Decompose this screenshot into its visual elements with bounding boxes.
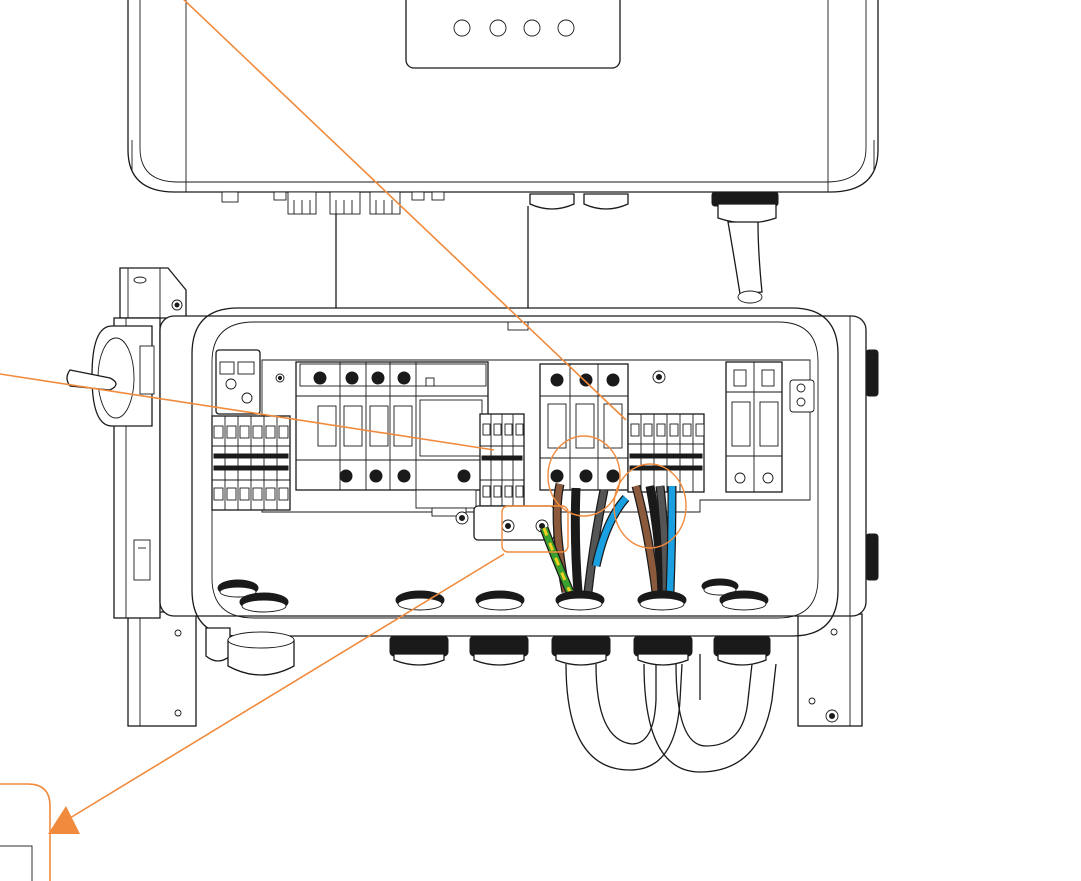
highlight-wires-left: [547, 435, 621, 517]
inverter-housing: [127, 0, 879, 193]
led-indicator: [523, 19, 541, 37]
led-indicator: [557, 19, 575, 37]
cable-glands-bottom: [205, 578, 771, 676]
mounting-bracket-right: [797, 613, 863, 727]
callout-lines: [0, 0, 687, 834]
cable-loops: [565, 654, 777, 773]
surge-protector-left: [215, 349, 261, 415]
breaker-block-2pole: [725, 361, 783, 493]
isolator-handle: [66, 369, 117, 391]
highlight-earth: [501, 505, 569, 553]
din-rail-plate: [261, 359, 815, 513]
display-panel: [405, 0, 621, 69]
inverter-bottom-connectors: [221, 191, 779, 304]
led-indicator: [489, 19, 507, 37]
main-breaker-block: [295, 361, 489, 517]
terminal-block-2: [479, 413, 525, 507]
callout-line-left: [0, 373, 495, 451]
ac-wires-left-group: [539, 483, 630, 594]
led-indicator: [453, 19, 471, 37]
callout-arrowhead: [48, 806, 80, 834]
terminal-block-1: [211, 415, 291, 511]
corner-panel: [0, 783, 51, 881]
callout-line-top: [183, 0, 627, 421]
dc-isolator-switch: [66, 317, 161, 619]
mounting-bracket-left: [119, 267, 197, 727]
callout-line-earth: [69, 553, 505, 819]
highlight-wires-right: [613, 463, 687, 549]
terminal-block-3: [627, 413, 705, 493]
breaker-block-3pole: [539, 363, 629, 491]
